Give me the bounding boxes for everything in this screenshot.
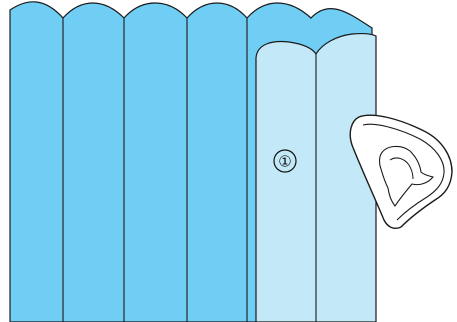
callout-label: ① — [278, 153, 291, 171]
